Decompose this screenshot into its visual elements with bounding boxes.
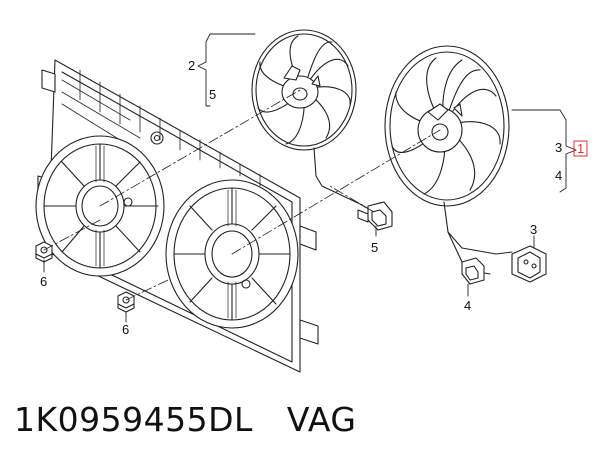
brand-name: VAG [286,400,357,439]
callout-connector-right-plug: 3 [530,222,537,237]
callout-connector-left: 5 [371,240,378,255]
leader-lines [43,33,577,323]
fan-right [384,45,513,275]
callout-nut-bottom: 6 [122,322,129,337]
callout-nut-left: 6 [40,274,47,289]
fan-assembly-diagram: 2 5 3 4 1 5 4 3 6 6 [35,29,588,373]
callout-fan-right-upper: 3 [555,140,562,155]
callout-connector-right-wire: 4 [464,298,471,313]
nut-bottom [117,291,135,313]
nut-left [35,241,53,263]
part-caption: 1K0959455DL VAG [14,400,356,439]
connector-left [357,201,393,231]
connector-right-plug [511,245,547,283]
callout-fan-right-lower: 4 [555,168,562,183]
highlight-box [573,140,588,157]
part-number: 1K0959455DL [14,400,253,439]
assembly-lines [43,89,441,301]
callout-fan-left-lower: 5 [209,87,216,102]
fan-left [251,29,375,213]
callout-fan-left-upper: 2 [188,58,195,73]
connector-right-wire [461,257,485,285]
callout-highlight: 1 [577,141,584,156]
